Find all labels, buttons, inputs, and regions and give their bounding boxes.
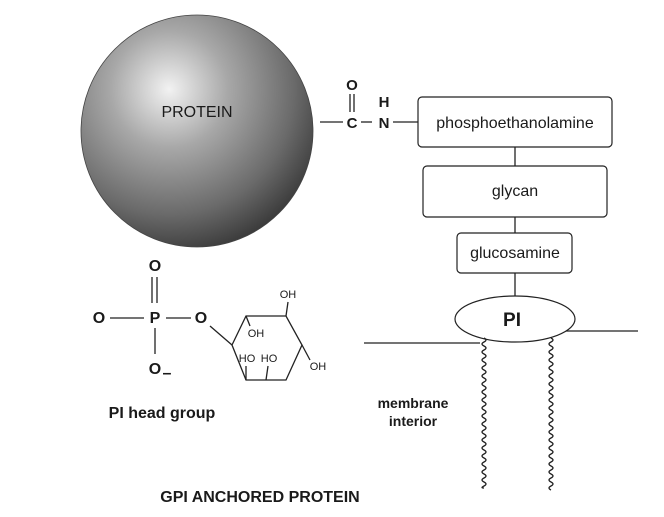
linkage-oxygen: O xyxy=(346,77,358,94)
phosphate-oxygen-left: O xyxy=(93,310,105,327)
phosphate-negative-charge: – xyxy=(163,365,172,382)
ring-ho-mid-bond xyxy=(265,365,269,381)
membrane-label-line2: interior xyxy=(389,413,438,429)
head-group-caption: PI head group xyxy=(109,405,216,422)
glycan-label: glycan xyxy=(492,183,538,200)
linkage-hydrogen: H xyxy=(379,94,390,111)
ring-oh-top: OH xyxy=(280,289,297,301)
fatty-acid-tail-left xyxy=(481,337,487,489)
ring-oh-right: OH xyxy=(310,361,327,373)
diagram-title: GPI ANCHORED PROTEIN xyxy=(160,489,359,506)
fatty-acid-tail-right xyxy=(548,337,554,491)
ring-ho-left: HO xyxy=(239,353,256,365)
ester-to-ring-bond xyxy=(209,325,233,346)
phosphoethanolamine-label: phosphoethanolamine xyxy=(436,115,594,132)
ring-oh-top-bond xyxy=(285,301,289,317)
phosphorus-label: P xyxy=(150,310,161,327)
ring-oh-inner: OH xyxy=(248,328,265,340)
phosphate-oxygen-top: O xyxy=(149,258,161,275)
glucosamine-label: glucosamine xyxy=(470,245,560,262)
pi-label: PI xyxy=(503,310,521,331)
ring-oh-right-bond xyxy=(301,344,311,361)
ring-oh-inner-bond xyxy=(245,315,251,327)
linkage-carbon: C xyxy=(347,115,358,132)
protein-label: PROTEIN xyxy=(161,104,232,121)
protein-sphere xyxy=(80,14,314,248)
pi-ellipse xyxy=(454,295,576,343)
phosphate-oxygen-bottom: O xyxy=(149,361,161,378)
linkage-nitrogen: N xyxy=(379,115,390,132)
phosphate-oxygen-ester: O xyxy=(195,310,207,327)
membrane-label-line1: membrane xyxy=(378,395,449,411)
ring-ho-mid: HO xyxy=(261,353,278,365)
